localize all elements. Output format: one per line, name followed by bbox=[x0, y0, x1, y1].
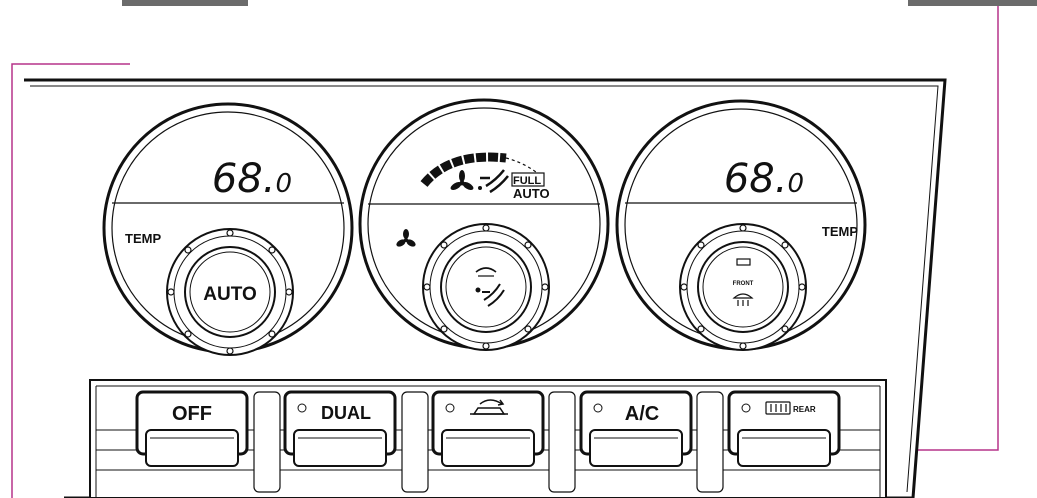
off-button[interactable]: OFF bbox=[135, 390, 249, 467]
rear-defrost-button[interactable]: REAR bbox=[727, 390, 841, 467]
panel-bezel-inner bbox=[30, 85, 939, 493]
front-label: FRONT bbox=[733, 281, 754, 287]
center-fan-dial: FULL AUTO bbox=[358, 98, 610, 351]
fan-speed-bar bbox=[420, 152, 537, 187]
display-airflow-icon bbox=[478, 169, 509, 194]
left-temp-display: 68.0 bbox=[212, 156, 292, 202]
auto-knob-label: AUTO bbox=[203, 284, 256, 305]
front-defrost-indicator bbox=[736, 258, 751, 266]
recirculation-icon bbox=[470, 399, 508, 415]
callout-left bbox=[11, 63, 130, 498]
top-right-tab bbox=[908, 0, 1037, 6]
ac-indicator-light bbox=[593, 403, 603, 413]
recirculation-indicator-light bbox=[445, 403, 455, 413]
air-direction-icon bbox=[475, 267, 505, 307]
front-defrost-knob[interactable]: FRONT bbox=[679, 223, 807, 351]
right-temp-label: TEMP bbox=[822, 224, 858, 239]
mode-auto-label: AUTO bbox=[513, 186, 550, 201]
mode-full-label: FULL bbox=[513, 175, 541, 187]
rear-indicator-light bbox=[741, 403, 751, 413]
mode-full-box bbox=[511, 172, 545, 187]
left-temp-knob[interactable]: AUTO bbox=[166, 228, 294, 356]
rear-defrost-icon bbox=[765, 401, 791, 415]
off-button-label: OFF bbox=[172, 403, 212, 425]
fan-knob[interactable] bbox=[422, 223, 550, 351]
fan-icon bbox=[396, 229, 416, 247]
rear-button-label: REAR bbox=[793, 405, 816, 414]
ac-button[interactable]: A/C bbox=[579, 390, 693, 467]
left-temp-label: TEMP bbox=[125, 231, 161, 246]
dual-indicator-light bbox=[297, 403, 307, 413]
top-left-tab bbox=[122, 0, 248, 6]
front-defrost-icon bbox=[732, 293, 754, 306]
dual-button-label: DUAL bbox=[321, 403, 371, 423]
left-temp-dial: 68.0 TEMP AUTO bbox=[102, 102, 354, 356]
recirculation-button[interactable] bbox=[431, 390, 545, 467]
ac-button-label: A/C bbox=[625, 403, 659, 425]
display-fan-icon bbox=[450, 170, 474, 190]
dual-button[interactable]: DUAL bbox=[283, 390, 397, 467]
right-temp-display: 68.0 bbox=[724, 156, 804, 202]
right-temp-dial: 68.0 TEMP FRONT bbox=[615, 99, 867, 351]
